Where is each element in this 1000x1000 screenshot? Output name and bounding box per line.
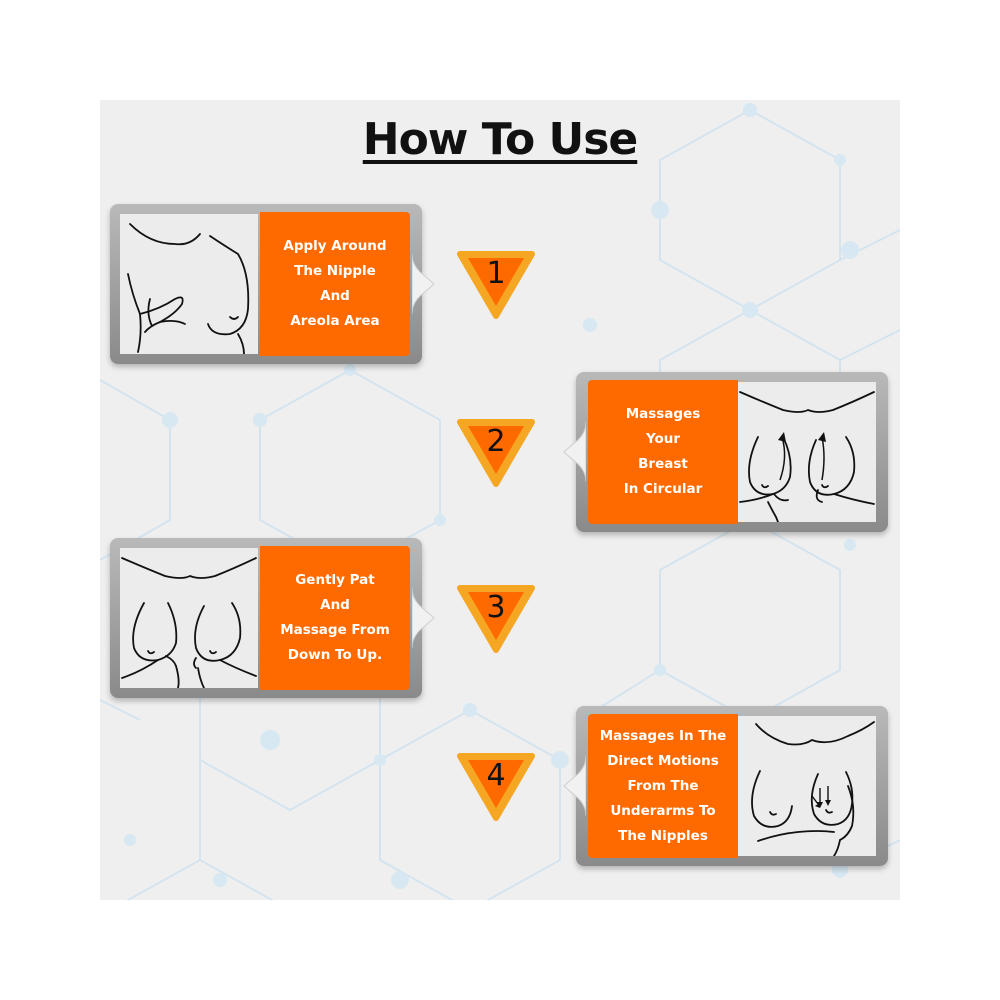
step-2-number: 2 <box>486 424 506 459</box>
step-2-card: Massages Your Breast In Circular <box>563 372 888 532</box>
step-2-text: Massages Your Breast In Circular <box>588 380 738 524</box>
content-panel: How To Use Apply Around The Nipple And A… <box>100 100 900 900</box>
step-3-illustration <box>120 548 258 688</box>
page-title: How To Use <box>362 114 638 165</box>
step-3-badge: 3 <box>456 582 536 654</box>
step-4-badge: 4 <box>456 750 536 822</box>
step-3-text: Gently Pat And Massage From Down To Up. <box>260 546 410 690</box>
step-1-text: Apply Around The Nipple And Areola Area <box>260 212 410 356</box>
step-1-number: 1 <box>486 256 506 291</box>
step-4-card: Massages In The Direct Motions From The … <box>563 706 888 866</box>
step-4-number: 4 <box>486 758 506 793</box>
step-2-pointer-tab <box>563 422 586 482</box>
step-3-number: 3 <box>486 590 506 625</box>
step-1-badge: 1 <box>456 248 536 320</box>
step-1-pointer-tab <box>412 254 435 314</box>
step-2-badge: 2 <box>456 416 536 488</box>
step-3-pointer-tab <box>412 588 435 648</box>
step-3-card: Gently Pat And Massage From Down To Up. <box>110 538 435 698</box>
step-1-illustration <box>120 214 258 354</box>
step-1-card: Apply Around The Nipple And Areola Area <box>110 204 435 364</box>
step-2-illustration <box>738 382 876 522</box>
step-4-text: Massages In The Direct Motions From The … <box>588 714 738 858</box>
step-4-illustration <box>738 716 876 856</box>
step-4-pointer-tab <box>563 756 586 816</box>
